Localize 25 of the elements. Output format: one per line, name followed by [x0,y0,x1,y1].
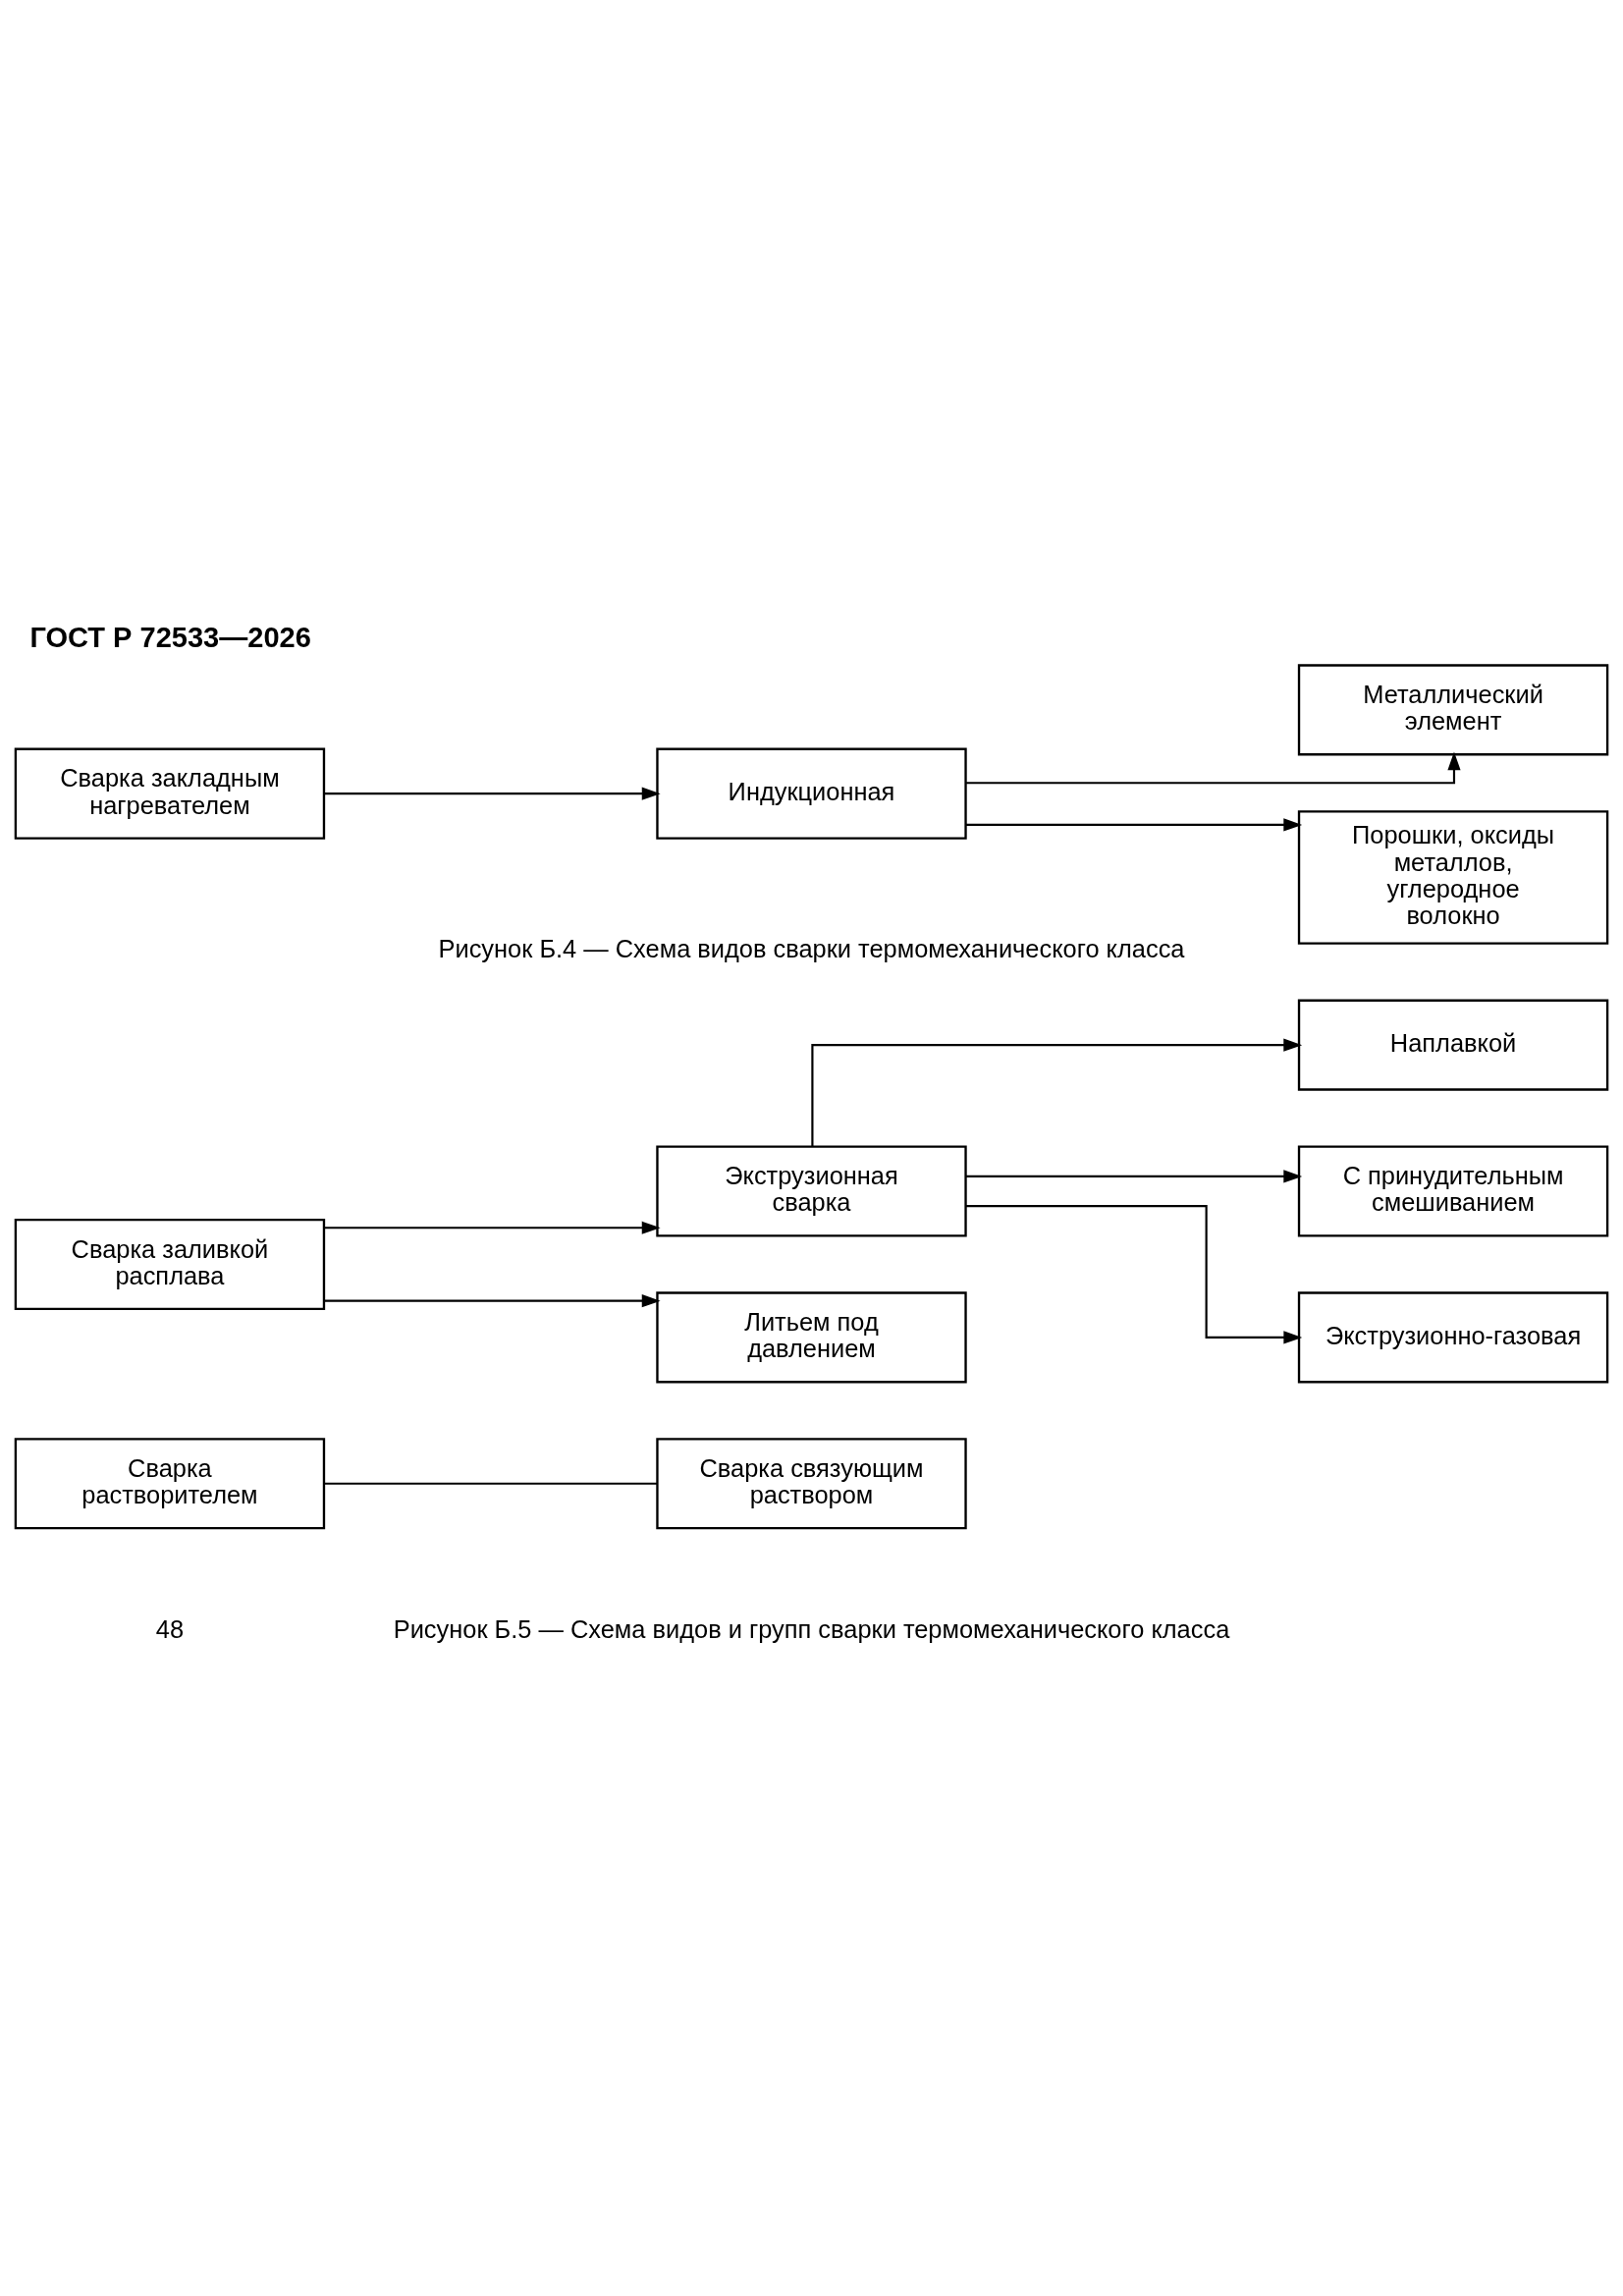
label: Рисунок Б.4 — Схема видов сварки термомеханического класса [438,934,1185,962]
label: Рисунок Б.5 — Схема видов и групп сварки термомеханического класса [393,1615,1230,1644]
arrow [324,787,661,800]
arrow [965,818,1303,832]
node-box: Экструзионно-газовая [1297,1291,1609,1384]
node-box: Сварка связующим раствором [656,1438,967,1530]
node-box: Литьем под давлением [656,1291,967,1384]
node-box: Сварка закладным нагревателем [14,747,326,840]
node-box: Индукционная [656,747,967,840]
arrow [965,1170,1303,1183]
connector [324,1482,658,1485]
node-box: Сварка растворителем [14,1438,326,1530]
arrow [966,751,1461,785]
node-box: Порошки, оксиды металлов, углеродное волокно [1297,810,1609,945]
node-box: Металлический элемент [1297,664,1609,756]
arrow [965,1205,1303,1344]
diagram-title: ГОСТ Р 72533—2026 [29,621,311,653]
node-box: Экструзионная сварка [656,1145,967,1237]
arrow [324,1221,661,1234]
node-box: С принудительным смешиванием [1297,1145,1609,1237]
node-box: Сварка заливкой расплава [14,1218,326,1311]
label: 48 [155,1615,185,1644]
arrow [324,1294,661,1308]
node-box: Наплавкой [1297,999,1609,1091]
arrow [811,1038,1303,1147]
